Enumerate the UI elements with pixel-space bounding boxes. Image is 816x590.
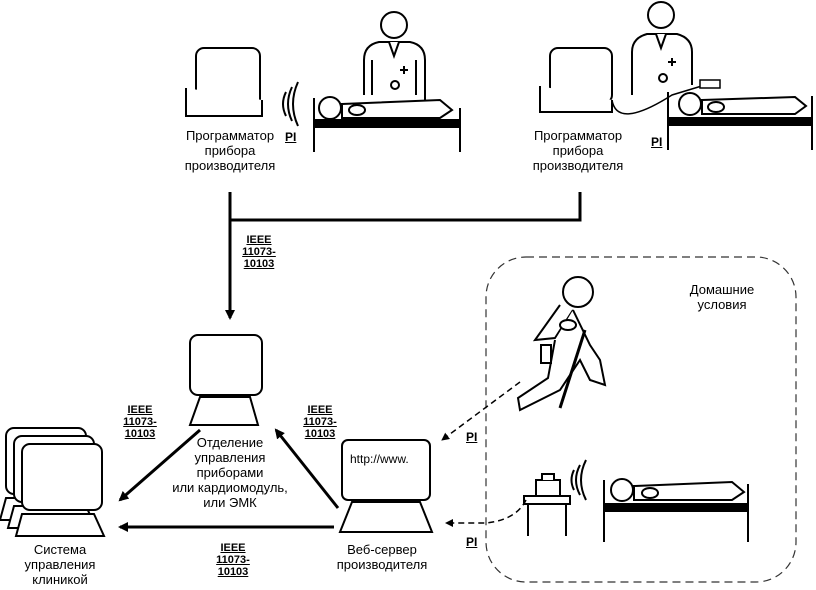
bedside-monitor-icon — [523, 473, 571, 536]
label-line: производителя — [184, 158, 276, 173]
label-line: прибора — [204, 143, 256, 158]
pi-label-ambulatory: PI — [466, 430, 478, 444]
pi-label-programmer-right: PI — [651, 135, 663, 149]
link-programmers — [228, 192, 582, 222]
patient-bed-right-icon — [667, 92, 813, 150]
wireless-waves-home-icon — [570, 459, 587, 501]
label-clinic-system: Система управления клиникой — [24, 542, 96, 587]
label-home: Домашние условия — [689, 282, 755, 312]
label-programmer-right: Программатор прибора производителя — [516, 128, 640, 173]
arrow-device-mgmt-to-clinic — [118, 428, 201, 502]
label-web-server: Веб-сервер производителя — [336, 542, 428, 572]
label-line: прибора — [552, 143, 604, 158]
wireless-waves-icon — [282, 81, 299, 127]
doctor-right-icon — [631, 1, 693, 95]
programmer-right-monitor — [539, 47, 613, 113]
label-line: Программатор — [185, 128, 275, 143]
programmer-left-monitor — [185, 47, 263, 117]
device-mgmt-computer-icon — [188, 334, 263, 426]
label-line: Программатор — [533, 128, 623, 143]
label-line: производителя — [532, 158, 624, 173]
monitor-cable — [445, 499, 527, 527]
patient-bed-home-icon — [603, 478, 749, 542]
home-boundary — [485, 256, 797, 583]
pi-label-bedside: PI — [466, 535, 478, 549]
ambulatory-patient-icon — [516, 276, 607, 412]
arrow-web-to-device-mgmt — [274, 428, 340, 509]
pi-label-programmer-left: PI — [285, 130, 297, 144]
doctor-left-icon — [363, 11, 426, 100]
programmer-cable — [611, 84, 706, 115]
web-server-computer-icon — [338, 439, 434, 533]
programming-wand-icon — [699, 79, 721, 89]
label-programmer-left: Программатор прибора производителя — [168, 128, 292, 173]
clinic-system-computers-icon — [0, 427, 106, 537]
patient-bed-left-icon — [313, 96, 461, 152]
web-url-text: http://www. — [350, 452, 409, 466]
dashed-arrow-ambulatory-to-web — [441, 381, 521, 441]
label-device-mgmt: Отделение управления приборами или карди… — [172, 435, 288, 510]
